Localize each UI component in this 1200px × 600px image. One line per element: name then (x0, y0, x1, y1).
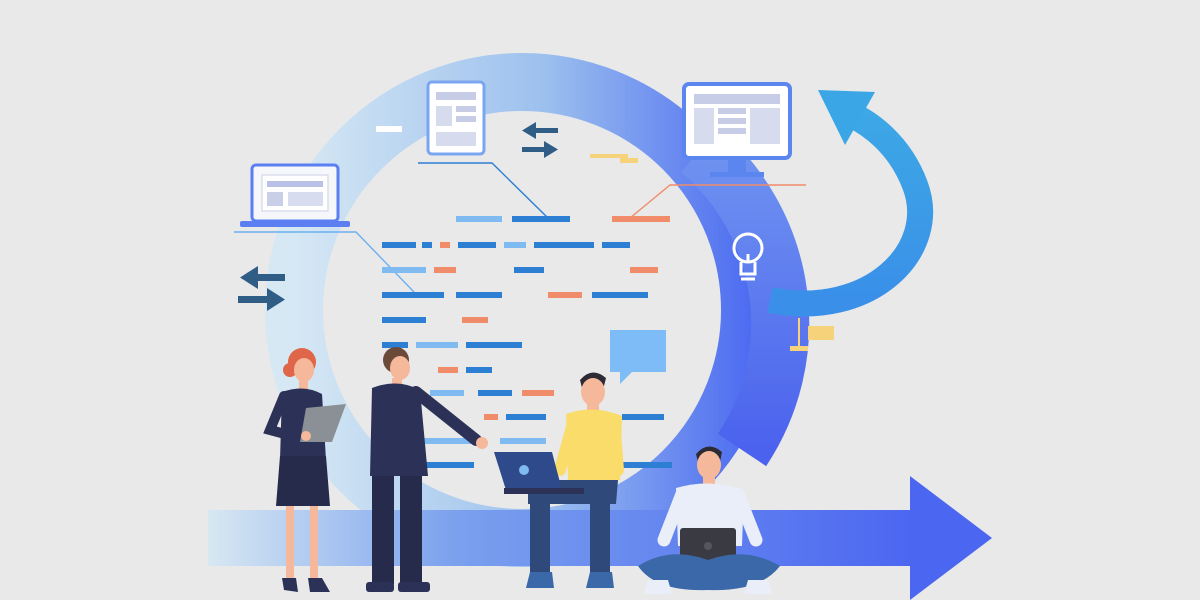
yellow-accents (590, 154, 834, 351)
person-woman-with-tablet (263, 348, 346, 592)
iteration-arrow (767, 90, 933, 317)
laptop-icon (240, 163, 350, 227)
person-man-sitting-with-laptop (638, 446, 780, 594)
decor-dash (376, 126, 402, 132)
person-man-pointing (366, 347, 488, 592)
code-lines (382, 216, 672, 468)
document-icon (426, 80, 486, 156)
bottom-progress-arrow (208, 476, 992, 600)
swap-arrows-icon (522, 122, 558, 158)
monitor-icon (682, 82, 792, 177)
chat-bubble-icon (610, 330, 666, 384)
person-man-with-laptop-yellow (494, 372, 624, 588)
swap-arrows-icon (238, 266, 285, 311)
lightbulb-icon (732, 232, 764, 281)
